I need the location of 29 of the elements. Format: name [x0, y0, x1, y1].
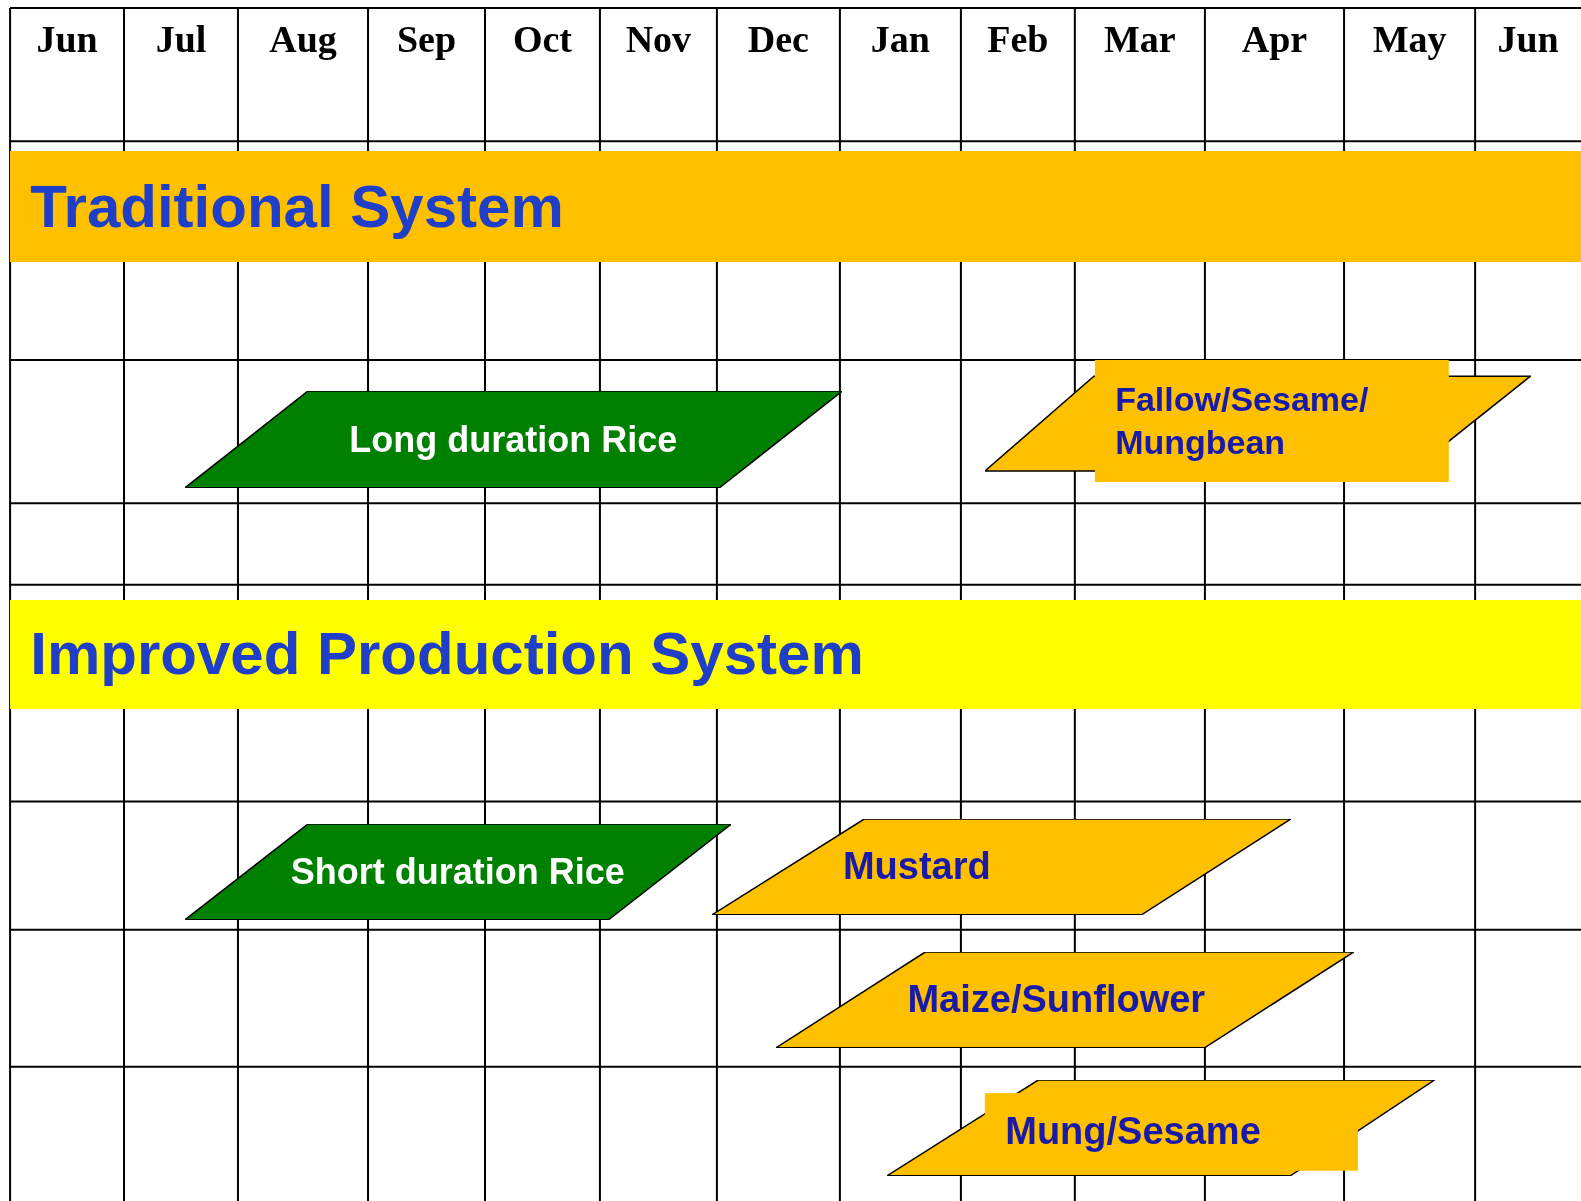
section-band — [10, 151, 1581, 263]
crop-parallelogram — [711, 818, 1291, 915]
month-label: Apr — [1241, 20, 1308, 59]
crop-label: Fallow/Sesame/ Mungbean — [1115, 379, 1370, 463]
crop-label: Mung/Sesame — [1005, 1109, 1261, 1155]
month-label: Aug — [269, 20, 337, 59]
month-label: Sep — [396, 20, 457, 59]
crop-parallelogram — [184, 391, 842, 488]
crop-parallelogram — [184, 823, 731, 920]
crop-label: Long duration Rice — [349, 418, 678, 463]
crop-label: Mustard — [842, 843, 991, 889]
month-label: Feb — [987, 20, 1049, 59]
section-band — [10, 599, 1581, 709]
month-label: Jul — [155, 20, 207, 59]
crop-label: Short duration Rice — [290, 850, 625, 895]
section-title: Improved Production System — [30, 624, 864, 685]
month-label: Dec — [747, 20, 809, 59]
month-label: Jun — [36, 20, 98, 59]
month-label: Nov — [625, 20, 692, 59]
section-title: Traditional System — [30, 176, 564, 237]
crop-label: Maize/Sunflower — [907, 976, 1206, 1022]
month-label: Jan — [870, 20, 930, 59]
crop-parallelogram — [887, 1079, 1435, 1176]
month-label: Oct — [512, 20, 572, 59]
month-label: May — [1372, 20, 1447, 59]
month-label: Mar — [1104, 20, 1176, 59]
month-label: Jun — [1497, 20, 1559, 59]
crop-parallelogram — [776, 951, 1355, 1048]
crop-parallelogram — [985, 359, 1531, 482]
